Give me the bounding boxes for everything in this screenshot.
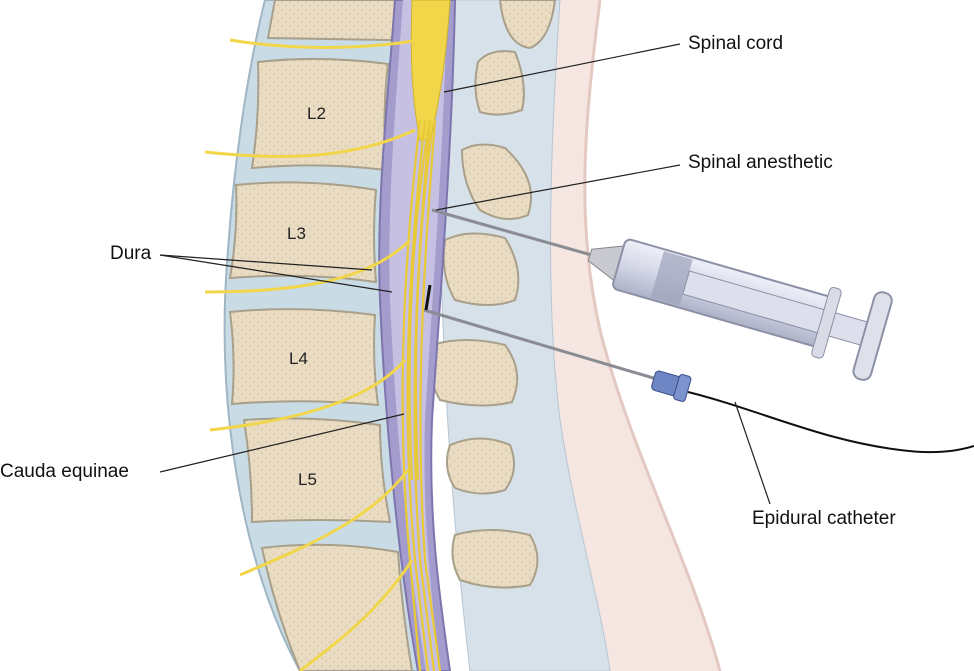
epidural-catheter [687, 391, 974, 454]
label-cauda-equinae: Cauda equinae [0, 461, 129, 482]
vertebra-label-l3: L3 [287, 224, 306, 243]
label-spinal-cord: Spinal cord [688, 33, 784, 54]
epidural-needle [423, 308, 661, 382]
label-epidural-catheter: Epidural catheter [752, 508, 896, 529]
vertebra-label-l4: L4 [289, 349, 308, 368]
spinous-processes [428, 0, 557, 589]
skin-line [583, 0, 722, 671]
nerve-roots [204, 38, 421, 671]
label-spinal-anesthetic: Spinal anesthetic [688, 152, 833, 173]
needle-hub [651, 370, 692, 402]
catheter-tip [424, 284, 432, 311]
vertebra-l5 [242, 417, 392, 524]
syringe [587, 238, 893, 381]
vertebra-l3 [228, 181, 378, 284]
vertebra-sacrum [260, 543, 414, 671]
csf-space [389, 0, 447, 671]
vertebra-l4 [228, 308, 380, 407]
vertebral-bodies [228, 0, 414, 671]
label-dura: Dura [110, 243, 152, 264]
vertebra-label-l2: L2 [307, 104, 326, 123]
vertebra-l1 [266, 0, 397, 42]
spinal-needle [431, 208, 596, 258]
leader-lines [159, 43, 771, 505]
cauda-equina-nerves [401, 119, 442, 671]
vertebra-label-l5: L5 [298, 470, 317, 489]
